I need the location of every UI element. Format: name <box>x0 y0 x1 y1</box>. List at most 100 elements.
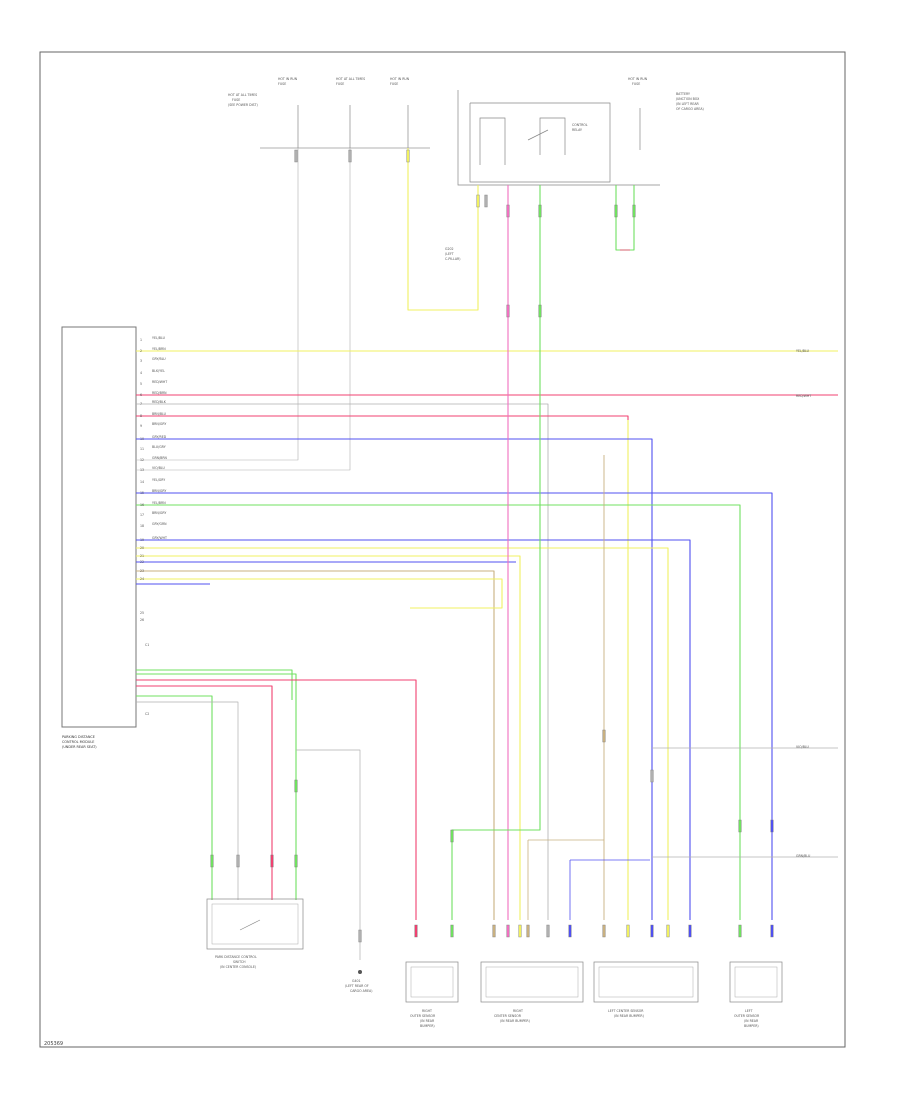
wire-33 <box>136 673 297 900</box>
fuse-b-label2: FUSE <box>336 82 344 86</box>
connector-terminal <box>294 854 298 868</box>
module-pin-20: 20 <box>140 546 144 550</box>
parking-distance-control-module: PARKING DISTANCE CONTROL MODULE (UNDER R… <box>61 326 149 749</box>
connector-terminal <box>294 149 298 163</box>
sensor-right-outer: RIGHT OUTER SENSOR (IN REAR BUMPER) <box>405 961 459 1028</box>
wire-16 <box>136 539 691 920</box>
wire-15 <box>136 504 741 920</box>
module-label-line1: PARKING DISTANCE <box>62 735 95 739</box>
wire-24 <box>451 350 541 920</box>
fuse-b: HOT AT ALL TIMES FUSE <box>336 77 365 86</box>
module-pin-10: 10 <box>140 437 144 441</box>
wire-14 <box>136 492 773 920</box>
module-pin-7: 7 <box>140 402 142 406</box>
wire-35 <box>136 685 273 900</box>
wire-37 <box>136 701 239 900</box>
g401-label1: G401 <box>352 979 361 983</box>
module-label-line2: CONTROL MODULE <box>62 740 94 744</box>
wire-layer <box>136 148 838 960</box>
module-wire-code: BLU/GRY <box>152 445 166 449</box>
relay-junction-box <box>457 90 660 186</box>
connector-terminal <box>650 769 654 783</box>
connector-c1-label: C1 <box>145 643 149 647</box>
module-pin-12: 12 <box>140 458 144 462</box>
ref-yel-blu: YEL/BLU <box>796 349 810 353</box>
battery-junction-box-label: BATTERY JUNCTION BOX (IN LEFT REAR OF CA… <box>675 92 704 111</box>
g202-label2: (LEFT <box>445 252 454 256</box>
connector-terminal <box>506 204 510 218</box>
module-wire-code: RED/BRN <box>152 391 167 395</box>
module-pin-9: 9 <box>140 424 142 428</box>
module-wire-code: GRY/GRN <box>152 522 167 526</box>
bjb-label4: OF CARGO AREA) <box>676 107 704 111</box>
connector-terminal <box>688 924 692 938</box>
connector-terminal <box>602 924 606 938</box>
wire-32 <box>136 669 293 700</box>
connector-terminal <box>568 924 572 938</box>
module-pin-24: 24 <box>140 577 144 581</box>
connector-terminal <box>450 924 454 938</box>
ref-vio-blu: VIO/BLU <box>796 745 810 749</box>
wire-36 <box>136 695 213 900</box>
relay-label2: RELAY <box>572 128 582 132</box>
wire-3 <box>407 148 479 311</box>
sensor4-label2: OUTER SENSOR <box>734 1014 760 1018</box>
diagram-border <box>39 51 846 1048</box>
connector-terminal <box>270 854 274 868</box>
wire-13 <box>136 438 653 920</box>
connector-terminal <box>738 924 742 938</box>
module-wire-code: RED/BLK <box>152 400 167 404</box>
connector-terminal <box>538 204 542 218</box>
connector-terminal <box>414 924 418 938</box>
module-pin-19: 19 <box>140 538 144 542</box>
module-pin-14: 14 <box>140 480 144 484</box>
fuse-b-label1: HOT AT ALL TIMES <box>336 77 365 81</box>
module-pin-22: 22 <box>140 560 144 564</box>
connector-terminal <box>476 194 480 208</box>
sensor4-label3: (IN REAR <box>744 1019 759 1023</box>
wire-10 <box>136 403 549 920</box>
ground-g202-label: G202 (LEFT C-PILLAR) <box>445 247 461 261</box>
fuse-group <box>260 105 430 149</box>
connector-terminal <box>666 924 670 938</box>
module-pin-17: 17 <box>140 513 144 517</box>
module-wire-code: GRY/RED <box>152 435 167 439</box>
park-distance-control-switch: PARK DISTANCE CONTROL SWITCH (IN CENTER … <box>206 898 304 969</box>
module-wire-code: YEL/BLU <box>152 336 166 340</box>
module-pin-5: 5 <box>140 382 142 386</box>
fuse-c-label1: HOT IN RUN <box>390 77 410 81</box>
module-pin-8: 8 <box>140 414 142 418</box>
wire-6 <box>615 185 635 251</box>
connector-terminal <box>492 924 496 938</box>
connector-terminal <box>236 854 240 868</box>
ref-red-wht: RED/WHT <box>796 394 811 398</box>
connector-terminal <box>518 924 522 938</box>
module-pin-26: 26 <box>140 618 144 622</box>
sensor-left-outer: LEFT OUTER SENSOR (IN REAR BUMPER) <box>729 961 783 1028</box>
module-wire-code: YEL/BRN <box>152 501 166 505</box>
sensor-left-center: LEFT CENTER SENSOR (IN REAR BUMPER) <box>593 961 699 1018</box>
fuse-a-label3: (SEE POWER DIST) <box>228 103 258 107</box>
sensor3-label2: (IN REAR BUMPER) <box>614 1014 644 1018</box>
connector-terminal <box>526 924 530 938</box>
module-wire-code: BRN/GRY <box>152 489 166 493</box>
connector-terminal <box>546 924 550 938</box>
module-pin-2: 2 <box>140 349 142 353</box>
bjb-label2: JUNCTION BOX <box>675 97 700 101</box>
connector-terminal <box>358 929 362 943</box>
module-wire-code: GRY/WHT <box>152 536 167 540</box>
connector-terminal <box>602 729 606 743</box>
connector-terminal <box>348 149 352 163</box>
sensor3-label1: LEFT CENTER SENSOR <box>608 1009 644 1013</box>
sensor1-label4: BUMPER) <box>420 1024 435 1028</box>
module-pin-11: 11 <box>140 447 144 451</box>
relay-fuse-label1: HOT IN RUN <box>628 77 648 81</box>
module-pin-13: 13 <box>140 468 144 472</box>
figure-id: 205369 <box>44 1041 63 1047</box>
connector-terminal <box>294 779 298 793</box>
module-pin-16: 16 <box>140 503 144 507</box>
connector-terminal <box>770 924 774 938</box>
module-pin-15: 15 <box>140 491 144 495</box>
connector-terminal <box>484 194 488 208</box>
